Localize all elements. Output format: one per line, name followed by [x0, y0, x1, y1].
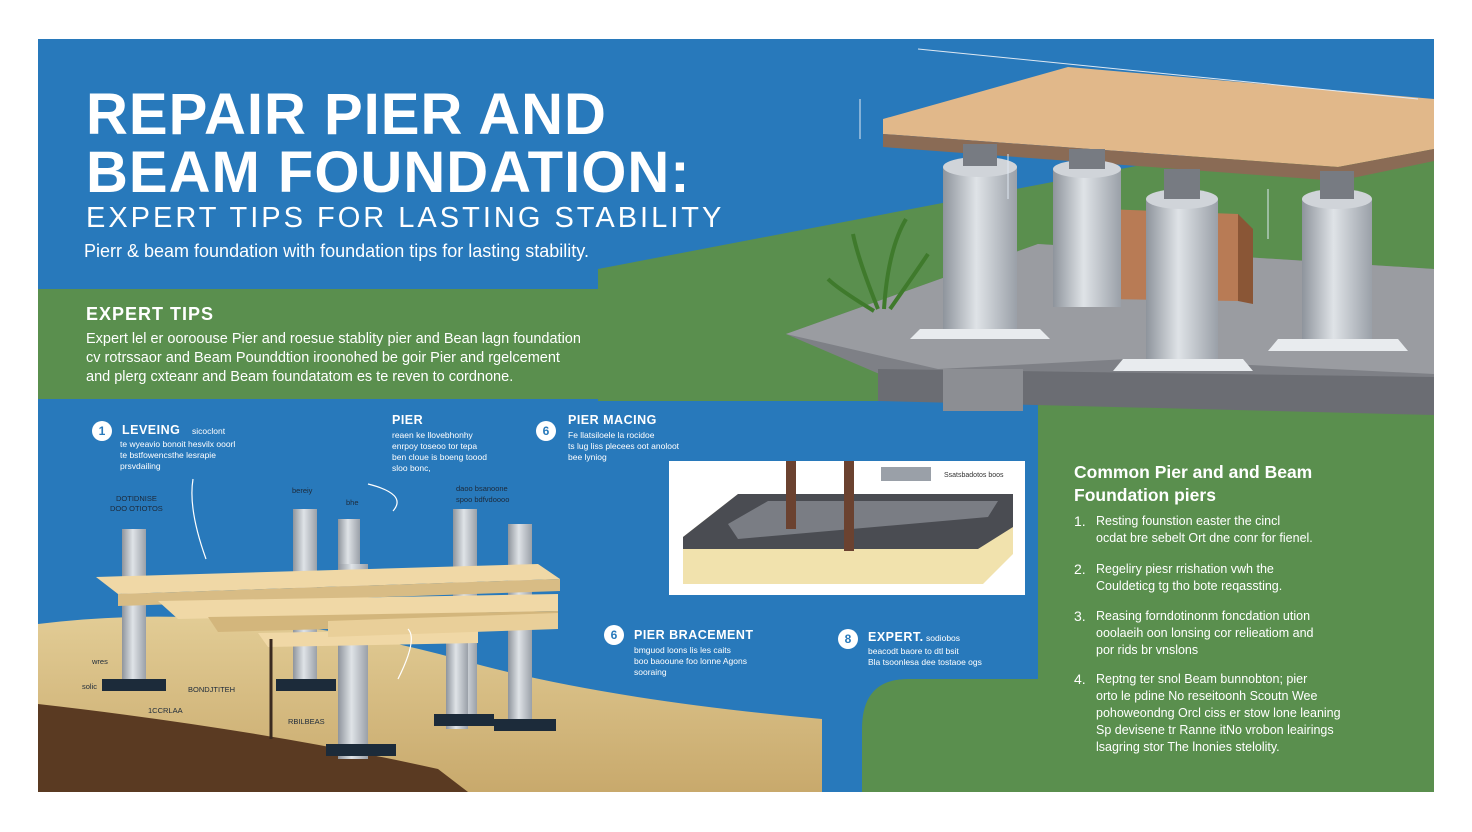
brick-box-side — [1238, 214, 1253, 304]
list-item-line: Resting founstion easter the cincl — [1096, 514, 1281, 528]
step-number-badge: 6 — [604, 625, 624, 645]
deck-board — [883, 67, 1434, 167]
step-desc-line: Fe llatsiloele la rocidoe — [568, 430, 655, 440]
step-desc-line: prsvdailing — [120, 461, 161, 471]
inset-detail — [669, 461, 1025, 595]
step-desc-line: beacodt baore to dtl bsit — [868, 646, 959, 656]
pier-column-1 — [910, 144, 1050, 339]
beam-6 — [328, 613, 558, 637]
list-item-number: 2. — [1074, 561, 1086, 577]
step-desc-line: reaen ke llovebhonhy — [392, 430, 473, 440]
step-title-pier: PIER — [392, 413, 424, 427]
expert-tips-line: cv rotrssaor and Beam Pounddtion iroonoh… — [86, 350, 560, 366]
expert-tips-heading: EXPERT TIPS — [86, 304, 215, 324]
step-desc-line: boo baooune foo lonne Agons — [634, 656, 747, 666]
pier-column-4 — [1268, 171, 1408, 351]
list-item-line: Sp devisene tr Ranne itNo vrobon leairin… — [1096, 723, 1334, 737]
list-item-line: por rids br vnslons — [1096, 643, 1199, 657]
step-title-expert: EXPERT. — [868, 630, 924, 644]
list-item-line: Couldeticg tg tho bote reqassting. — [1096, 579, 1283, 593]
step-desc-line: sloo bonc, — [392, 463, 431, 473]
list-item-number: 4. — [1074, 671, 1086, 687]
left-pier-diagram — [38, 478, 822, 792]
step-desc-line: Bla tsoonlesa dee tostaoe ogs — [868, 657, 982, 667]
list-item-line: pohoweondng Orcl ciss er stow lone leani… — [1096, 706, 1341, 720]
expert-tips-line: and plerg cxteanr and Beam foundatatom e… — [86, 369, 514, 385]
step-desc-line: te wyeavio bonoit hesvilx ooorl — [120, 439, 236, 449]
step-desc-line: enrpoy toseoo tor tepa — [392, 441, 478, 451]
diagram-label: RBILBEAS — [288, 717, 325, 726]
infographic-board: REPAIR PIER AND BEAM FOUNDATION: EXPERT … — [38, 39, 1434, 792]
beam-1 — [96, 564, 560, 594]
diagram-label: bhe — [346, 498, 359, 507]
step-title-pier-macing: PIER MACING — [568, 413, 657, 427]
diagram-label: solic — [82, 682, 98, 691]
page-title-line-2: BEAM FOUNDATION: — [86, 140, 691, 205]
step-title-leveing: LEVEING — [122, 423, 181, 437]
step-title-suffix: sodiobos — [926, 633, 961, 643]
step-desc-line: ben cloue is boeng toood — [392, 452, 487, 462]
list-item-line: ocdat bre sebelt Ort dne conr for fienel… — [1096, 531, 1313, 545]
diagram-label: 1CCRLAA — [148, 706, 183, 715]
step-number-badge: 1 — [92, 421, 112, 441]
deck-board-edge — [883, 134, 1434, 181]
step-desc-line: te bstfowencsthe lesrapie — [120, 450, 216, 460]
common-piers-heading: Common Pier and and Beam Foundation pier… — [1074, 462, 1313, 505]
right-foundation-diagram — [786, 48, 1434, 415]
diagram-label: DOO OTIOTOS — [110, 504, 163, 513]
list-item-line: Reptng ter snol Beam bunnobton; pier — [1096, 672, 1308, 686]
step-desc-line: bee lyniog — [568, 452, 607, 462]
list-item-line: ooolaeih oon lonsing cor relieatiom and — [1096, 626, 1314, 640]
step-title-suffix: sicoclont — [192, 426, 226, 436]
foundation-illustration — [38, 48, 1434, 792]
list-item-line: Regeliry piesr rrishation vwh the — [1096, 562, 1274, 576]
dimension-lines — [859, 48, 1419, 239]
diagram-label: spoo bdfvdoooo — [456, 495, 510, 504]
inset-label: Ssatsbadotos boos — [944, 472, 1004, 479]
beam-2 — [118, 579, 560, 606]
diagram-label: bereiy — [292, 486, 313, 495]
slab-step — [943, 369, 1023, 411]
plant — [826, 217, 930, 313]
page-subtitle: EXPERT TIPS FOR LASTING STABILITY — [86, 202, 725, 234]
pier-column-2 — [1053, 149, 1121, 307]
diagram-label: daoo bsanoone — [456, 484, 508, 493]
step-desc-line: sooraing — [634, 667, 667, 677]
beams — [96, 564, 560, 647]
list-item-number: 3. — [1074, 608, 1086, 624]
pier-bases — [102, 679, 556, 756]
step-number-badge: 6 — [536, 421, 556, 441]
diagram-label: DOTIDNISE — [116, 494, 157, 503]
diagram-label: wres — [92, 657, 108, 666]
list-item-line: lsagring stor The lnonies stelolity. — [1096, 740, 1280, 754]
expert-tips-line: Expert lel er ooroouse Pier and roesue s… — [86, 331, 581, 347]
step-number-badge: 8 — [838, 629, 858, 649]
tagline: Pierr & beam foundation with foundation … — [84, 241, 589, 261]
list-item-line: Reasing forndotinonm foncdation ution — [1096, 609, 1311, 623]
diagram-label: BONDJTITEH — [188, 685, 236, 694]
list-item-number: 1. — [1074, 513, 1086, 529]
dark-soil — [38, 704, 468, 792]
step-title-pier-bracement: PIER BRACEMENT — [634, 628, 754, 642]
pier-column-3 — [1113, 169, 1253, 371]
step-desc-line: bmguod loons lis les caits — [634, 645, 731, 655]
step-desc-line: ts lug liss plecees oot anoloot — [568, 441, 680, 451]
list-item-line: orto le pdine No reseitoonh Scoutn Wee — [1096, 689, 1318, 703]
page-title-line-1: REPAIR PIER AND — [86, 82, 607, 147]
callout-lines — [191, 478, 412, 680]
